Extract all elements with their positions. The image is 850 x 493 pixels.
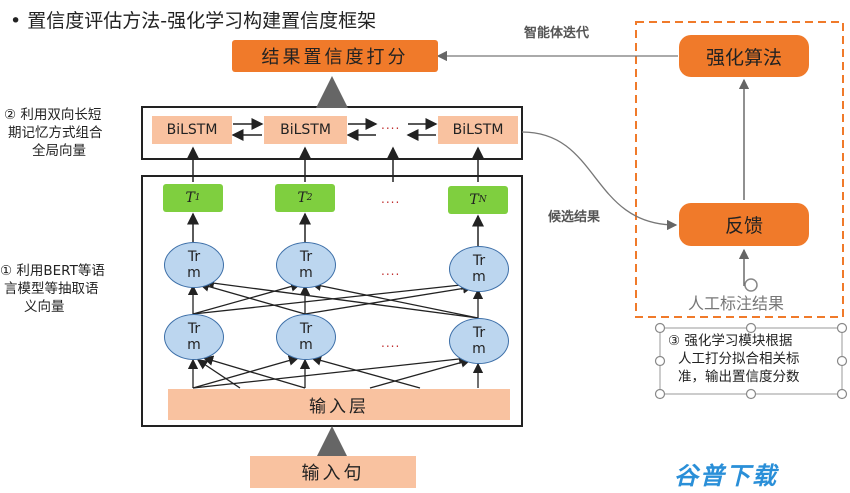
bilstm-box: BiLSTM xyxy=(152,116,232,144)
bilstm-box: BiLSTM xyxy=(438,116,518,144)
note-bilstm: ② 利用双向长短 期记忆方式组合 全局向量 xyxy=(4,107,103,159)
bilstm-ellipsis: .... xyxy=(381,118,401,132)
note-rl: ③ 强化学习模块根据 人工打分拟合相关标 准，输出置信度分数 xyxy=(668,333,800,385)
rl-algorithm-box: 强化算法 xyxy=(679,35,809,77)
transformer-ellipsis: .... xyxy=(381,336,401,350)
slide-title: • 置信度评估方法-强化学习构建置信度框架 xyxy=(10,10,377,32)
agent-iteration-label: 智能体迭代 xyxy=(524,26,590,41)
candidates-label: 候选结果 xyxy=(548,210,601,225)
score-box: 结果置信度打分 xyxy=(232,40,438,72)
watermark-logo: 谷普下载 xyxy=(674,462,778,490)
transformer-ellipsis: .... xyxy=(381,264,401,278)
human-label-text: 人工标注结果 xyxy=(688,294,785,313)
input-layer: 输入层 xyxy=(168,389,510,420)
bilstm-box: BiLSTM xyxy=(264,116,347,144)
input-sentence: 输入句 xyxy=(250,456,416,488)
token-ellipsis: .... xyxy=(381,192,401,206)
note-bert: ① 利用BERT等语 言模型等抽取语 义向量 xyxy=(0,263,105,315)
feedback-box: 反馈 xyxy=(679,203,809,246)
